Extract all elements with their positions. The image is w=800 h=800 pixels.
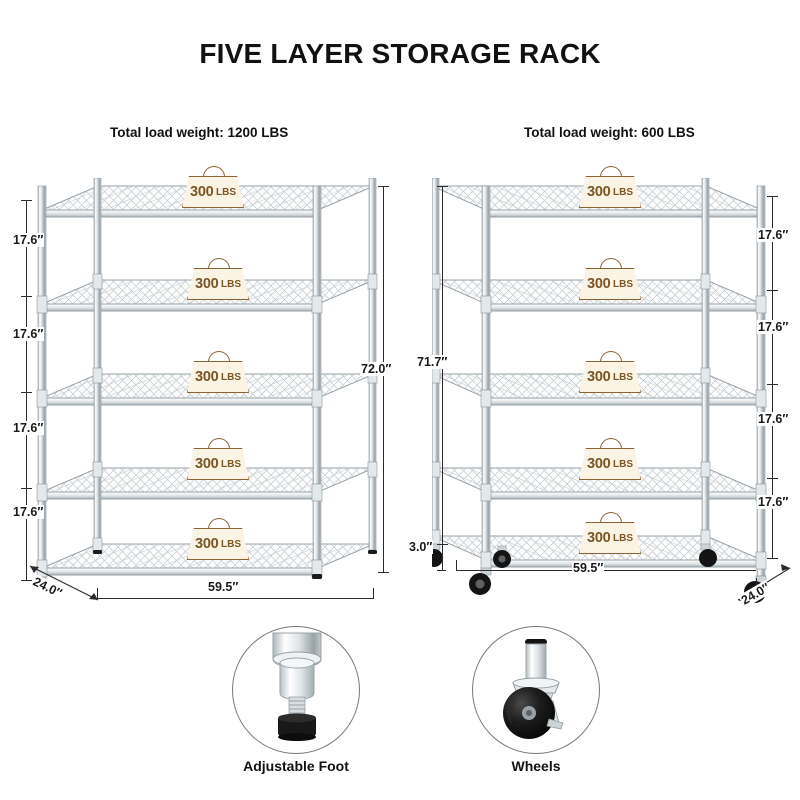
badge-number: 300 bbox=[586, 530, 611, 546]
load-label-left-rack: Total load weight: 1200 LBS bbox=[110, 125, 289, 140]
weight-handle-icon bbox=[208, 518, 230, 533]
width-label: 59.5″ bbox=[207, 580, 240, 594]
badge-number: 300 bbox=[189, 184, 214, 200]
shelf-load-badge: 300 LBS bbox=[579, 351, 641, 393]
adjustable-foot-icon bbox=[272, 632, 322, 741]
weight-handle-icon bbox=[600, 351, 622, 366]
detail-label: Adjustable Foot bbox=[243, 758, 349, 774]
total-height-label: 71.7″ bbox=[416, 355, 449, 369]
tier-height-label: 17.6″ bbox=[12, 233, 45, 247]
badge-unit: LBS bbox=[221, 538, 242, 550]
weight-handle-icon bbox=[208, 258, 230, 273]
detail-adjustable-foot: Adjustable Foot bbox=[232, 626, 360, 774]
detail-label: Wheels bbox=[511, 758, 561, 774]
tier-height-label: 17.6″ bbox=[12, 421, 45, 435]
badge-number: 300 bbox=[194, 276, 219, 292]
badge-number: 300 bbox=[586, 184, 611, 200]
weight-body-icon bbox=[579, 522, 641, 554]
weight-handle-icon bbox=[600, 438, 622, 453]
shelf-load-badge: 300 LBS bbox=[187, 438, 249, 480]
badge-unit: LBS bbox=[613, 458, 634, 470]
badge-unit: LBS bbox=[613, 371, 634, 383]
badge-number: 300 bbox=[586, 456, 611, 472]
weight-body-icon bbox=[579, 448, 641, 480]
shelf-load-badge: 300 LBS bbox=[187, 258, 249, 300]
page-title: FIVE LAYER STORAGE RACK bbox=[199, 38, 601, 69]
shelf-load-badge: 300 LBS bbox=[187, 351, 249, 393]
tier-height-label: 17.6″ bbox=[757, 228, 790, 242]
weight-body-icon bbox=[579, 268, 641, 300]
load-label-right-rack: Total load weight: 600 LBS bbox=[524, 125, 695, 140]
caster-wheel-icon bbox=[503, 639, 564, 739]
shelf-load-badge: 300 LBS bbox=[579, 258, 641, 300]
weight-body-icon bbox=[579, 361, 641, 393]
left-rack-depth-dimension bbox=[29, 565, 99, 601]
badge-unit: LBS bbox=[613, 278, 634, 290]
tier-height-label: 17.6″ bbox=[757, 495, 790, 509]
shelf-load-badge: 300 LBS bbox=[579, 438, 641, 480]
weight-handle-icon bbox=[203, 166, 225, 181]
badge-number: 300 bbox=[586, 276, 611, 292]
shelf-load-badge: 300 LBS bbox=[579, 512, 641, 554]
weight-handle-icon bbox=[600, 258, 622, 273]
badge-unit: LBS bbox=[221, 278, 242, 290]
tier-height-label: 17.6″ bbox=[12, 505, 45, 519]
total-height-label: 72.0″ bbox=[360, 362, 393, 376]
weight-handle-icon bbox=[208, 351, 230, 366]
badge-unit: LBS bbox=[613, 532, 634, 544]
tier-height-label: 17.6″ bbox=[12, 327, 45, 341]
shelf-load-badge: 300 LBS bbox=[182, 166, 244, 208]
badge-number: 300 bbox=[194, 456, 219, 472]
weight-handle-icon bbox=[600, 512, 622, 527]
tier-height-label: 17.6″ bbox=[757, 412, 790, 426]
weight-body-icon bbox=[182, 176, 244, 208]
badge-number: 300 bbox=[194, 369, 219, 385]
shelf-2 bbox=[432, 467, 763, 500]
badge-unit: LBS bbox=[613, 186, 634, 198]
badge-number: 300 bbox=[586, 369, 611, 385]
badge-number: 300 bbox=[194, 536, 219, 552]
weight-body-icon bbox=[187, 361, 249, 393]
badge-unit: LBS bbox=[221, 458, 242, 470]
badge-unit: LBS bbox=[216, 186, 237, 198]
detail-wheels: Wheels bbox=[472, 626, 600, 774]
tier-height-label: 17.6″ bbox=[757, 320, 790, 334]
weight-handle-icon bbox=[600, 166, 622, 181]
caster-height-label: 3.0″ bbox=[408, 540, 434, 554]
width-label: 59.5″ bbox=[572, 561, 605, 575]
shelf-load-badge: 300 LBS bbox=[579, 166, 641, 208]
badge-unit: LBS bbox=[221, 371, 242, 383]
shelf-load-badge: 300 LBS bbox=[187, 518, 249, 560]
weight-handle-icon bbox=[208, 438, 230, 453]
